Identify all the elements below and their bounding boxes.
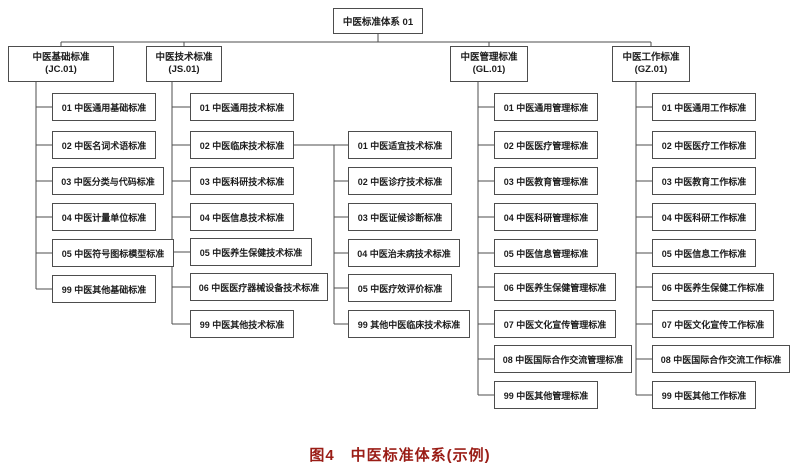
node-gl-03: 03 中医教育管理标准 <box>494 167 598 195</box>
figure-caption: 图4 中医标准体系(示例) <box>309 447 491 464</box>
node-gl-06: 06 中医养生保健管理标准 <box>494 273 616 301</box>
branch-name: 中医管理标准 <box>460 52 518 64</box>
node-gl-08: 08 中医国际合作交流管理标准 <box>494 345 632 373</box>
node-jc-04: 04 中医计量单位标准 <box>52 203 156 231</box>
branch-code: (GZ.01) <box>634 64 668 75</box>
node-gl-04: 04 中医科研管理标准 <box>494 203 598 231</box>
branch-header-jc01: 中医基础标准 (JC.01) <box>8 46 114 82</box>
node-js-03: 03 中医科研技术标准 <box>190 167 294 195</box>
branch-name: 中医工作标准 <box>622 52 680 64</box>
node-jc-03: 03 中医分类与代码标准 <box>52 167 164 195</box>
node-js-clinical-05: 05 中医疗效评价标准 <box>348 274 452 302</box>
node-js-04: 04 中医信息技术标准 <box>190 203 294 231</box>
branch-header-gz01: 中医工作标准 (GZ.01) <box>612 46 690 82</box>
node-jc-01: 01 中医通用基础标准 <box>52 93 156 121</box>
node-jc-99: 99 中医其他基础标准 <box>52 275 156 303</box>
node-gz-03: 03 中医教育工作标准 <box>652 167 756 195</box>
node-gz-04: 04 中医科研工作标准 <box>652 203 756 231</box>
node-js-clinical-99: 99 其他中医临床技术标准 <box>348 310 470 338</box>
branch-header-gl01: 中医管理标准 (GL.01) <box>450 46 528 82</box>
node-js-02: 02 中医临床技术标准 <box>190 131 294 159</box>
node-gl-07: 07 中医文化宣传管理标准 <box>494 310 616 338</box>
root-node: 中医标准体系 01 <box>333 8 423 34</box>
node-gl-02: 02 中医医疗管理标准 <box>494 131 598 159</box>
branch-name: 中医基础标准 <box>32 52 90 64</box>
node-js-clinical-02: 02 中医诊疗技术标准 <box>348 167 452 195</box>
node-gl-99: 99 中医其他管理标准 <box>494 381 598 409</box>
branch-header-js01: 中医技术标准 (JS.01) <box>146 46 222 82</box>
node-js-05: 05 中医养生保健技术标准 <box>190 238 312 266</box>
node-gz-06: 06 中医养生保健工作标准 <box>652 273 774 301</box>
node-gz-01: 01 中医通用工作标准 <box>652 93 756 121</box>
node-js-clinical-03: 03 中医证候诊断标准 <box>348 203 452 231</box>
node-gl-05: 05 中医信息管理标准 <box>494 239 598 267</box>
branch-code: (JC.01) <box>45 64 77 75</box>
node-js-99: 99 中医其他技术标准 <box>190 310 294 338</box>
node-gz-08: 08 中医国际合作交流工作标准 <box>652 345 790 373</box>
node-js-clinical-04: 04 中医治未病技术标准 <box>348 239 460 267</box>
node-gl-01: 01 中医通用管理标准 <box>494 93 598 121</box>
branch-code: (JS.01) <box>168 64 200 75</box>
branch-code: (GL.01) <box>472 64 506 75</box>
node-gz-02: 02 中医医疗工作标准 <box>652 131 756 159</box>
node-jc-05: 05 中医符号图标模型标准 <box>52 239 174 267</box>
node-js-06: 06 中医医疗器械设备技术标准 <box>190 273 328 301</box>
branch-name: 中医技术标准 <box>155 52 213 64</box>
node-gz-07: 07 中医文化宣传工作标准 <box>652 310 774 338</box>
node-gz-99: 99 中医其他工作标准 <box>652 381 756 409</box>
node-js-01: 01 中医通用技术标准 <box>190 93 294 121</box>
node-gz-05: 05 中医信息工作标准 <box>652 239 756 267</box>
node-js-clinical-01: 01 中医适宜技术标准 <box>348 131 452 159</box>
node-jc-02: 02 中医名词术语标准 <box>52 131 156 159</box>
